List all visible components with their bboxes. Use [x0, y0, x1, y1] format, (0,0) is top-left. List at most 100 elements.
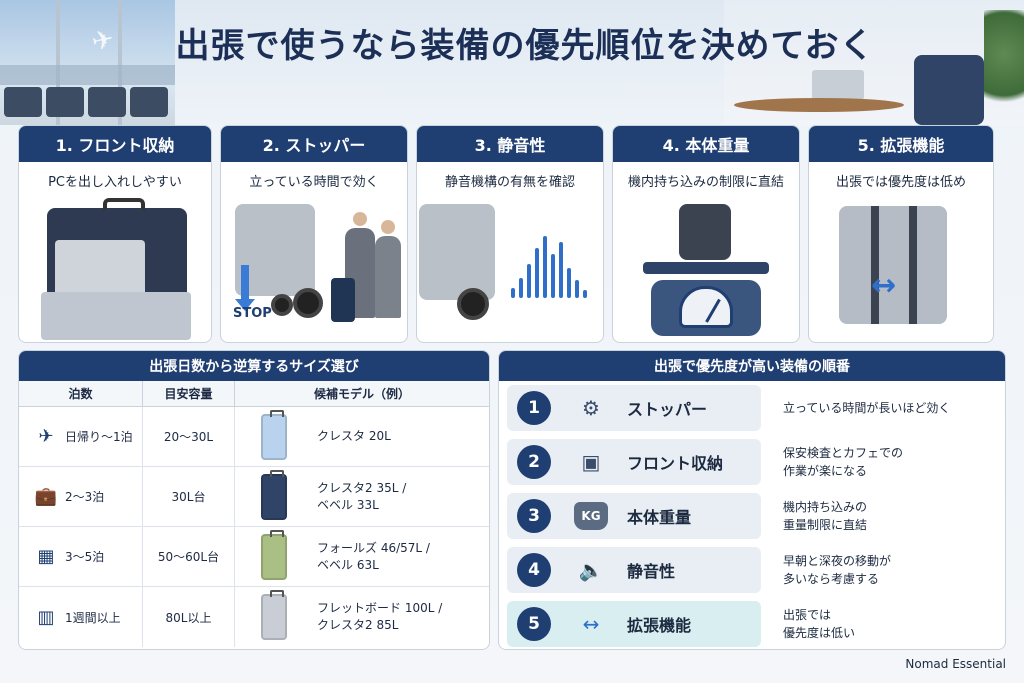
sound-wave-icon: [567, 268, 571, 298]
hero-banner: ✈ 出張で使うなら装備の優先順位を決めておく: [0, 0, 1024, 125]
wheel-stopper-icon: ⚙: [582, 396, 600, 420]
briefcase-icon: 💼: [34, 486, 58, 507]
wheel-icon: [293, 288, 323, 318]
feature-card-stopper: 2. ストッパー 立っている時間で効く STOP: [220, 125, 408, 343]
capacity-cell: 50〜60L台: [143, 527, 235, 586]
rank-desc: 機内持ち込みの重量制限に直結: [783, 500, 868, 532]
ranking-item-3: 3 KG 本体重量 機内持ち込みの重量制限に直結: [507, 493, 997, 539]
weight-icon: KG: [574, 502, 608, 530]
ranking-item-4: 4 🔈 静音性 早朝と深夜の移動が多いなら考慮する: [507, 547, 997, 593]
stopper-illustration: STOP: [221, 198, 407, 342]
suitcase-thumbnail: [261, 469, 287, 520]
feature-card-front-pocket: 1. フロント収納 PCを出し入れしやすい: [18, 125, 212, 343]
rank-number: 1: [517, 391, 551, 425]
sound-wave-icon: [527, 264, 531, 298]
scale-plate: [643, 262, 769, 274]
rank-number: 3: [517, 499, 551, 533]
nights-cell: 2〜3泊: [65, 490, 105, 504]
rank-number: 5: [517, 607, 551, 641]
feature-card-title: 3. 静音性: [417, 126, 603, 162]
expansion-zipper: [909, 206, 917, 324]
size-table-panel: 出張日数から逆算するサイズ選び 泊数 目安容量 候補モデル（例） ✈ 日帰り〜1泊…: [18, 350, 490, 650]
front-pocket-icon: ▣: [581, 450, 601, 474]
page-title: 出張で使うなら装備の優先順位を決めておく: [175, 26, 875, 66]
ranking-item-5: 5 ↔ 拡張機能 出張では優先度は低い: [507, 601, 997, 647]
rank-name: 本体重量: [627, 508, 692, 527]
sound-wave-icon: [583, 290, 587, 298]
plant-icon: [984, 10, 1024, 120]
ranking-item-2: 2 ▣ フロント収納 保安検査とカフェでの作業が楽になる: [507, 439, 997, 485]
armchair: [914, 55, 984, 125]
feature-card-desc: 立っている時間で効く: [249, 174, 379, 190]
rank-desc: 出張では優先度は低い: [783, 608, 856, 640]
city-skyline: [0, 65, 175, 85]
rank-name: 拡張機能: [627, 616, 692, 635]
nights-cell: 日帰り〜1泊: [65, 430, 133, 444]
sound-wave-icon: [559, 242, 563, 298]
feature-card-quietness: 3. 静音性 静音機構の有無を確認: [416, 125, 604, 343]
header-nights: 泊数: [19, 381, 143, 406]
suitcase-front-pocket-illustration: [19, 198, 211, 342]
table-row: ✈ 日帰り〜1泊 20〜30L クレスタ 20L: [19, 407, 489, 467]
size-table-header: 泊数 目安容量 候補モデル（例）: [19, 381, 489, 407]
feature-card-desc: 出張では優先度は低め: [835, 174, 966, 190]
feature-card-title: 1. フロント収納: [19, 126, 211, 162]
nights-cell: 1週間以上: [65, 610, 121, 625]
suitcase-body: [839, 206, 947, 324]
scale-illustration: [613, 198, 799, 342]
window-frame: [56, 0, 60, 125]
stop-label: STOP: [233, 306, 272, 321]
ranking-item-1: 1 ⚙ ストッパー 立っている時間が長いほど効く: [507, 385, 997, 431]
rank-name: ストッパー: [627, 400, 708, 419]
model-cell: クレスタ2 35L /ベベル 33L: [317, 480, 407, 512]
model-cell: クレスタ 20L: [317, 429, 391, 443]
expand-icon: ↔: [582, 612, 600, 636]
person-icon: [375, 236, 401, 318]
model-cell: フレットボード 100L /クレスタ2 85L: [317, 601, 443, 632]
sound-wave-icon: [551, 254, 555, 298]
building-icon: ▥: [37, 606, 55, 628]
seat: [130, 87, 168, 117]
wheel-icon: [457, 288, 489, 320]
sound-wave-icon: [511, 288, 515, 298]
airplane-icon: ✈: [89, 24, 117, 58]
rank-number: 2: [517, 445, 551, 479]
expand-arrow-icon: ↔: [871, 268, 897, 303]
calendar-icon: ▦: [37, 546, 55, 567]
cafe-table: [734, 98, 904, 112]
size-table-title: 出張日数から逆算するサイズ選び: [19, 351, 489, 381]
speaker-icon: 🔈: [578, 558, 604, 582]
feature-card-title: 4. 本体重量: [613, 126, 799, 162]
window-frame: [118, 0, 122, 125]
rank-desc: 保安検査とカフェでの作業が楽になる: [783, 446, 904, 478]
lounge-seats: [0, 80, 170, 125]
quiet-wheel-illustration: [417, 198, 603, 342]
feature-card-expansion: 5. 拡張機能 出張では優先度は低め ↔: [808, 125, 994, 343]
laptop-icon: [812, 70, 864, 100]
feature-card-weight: 4. 本体重量 機内持ち込みの制限に直結: [612, 125, 800, 343]
feature-card-title: 2. ストッパー: [221, 126, 407, 162]
rank-name: 静音性: [627, 562, 676, 581]
rank-number: 4: [517, 553, 551, 587]
model-cell: フォールズ 46/57L /ベベル 63L: [317, 540, 430, 572]
brand-label: Nomad Essential: [905, 657, 1006, 671]
suitcase-thumbnail: [261, 590, 287, 640]
expansion-zipper: [871, 206, 879, 324]
suitcase-body: [679, 204, 731, 260]
ranking-title: 出張で優先度が高い装備の順番: [499, 351, 1005, 381]
table-row: ▦3〜5泊 50〜60L台 フォールズ 46/57L /ベベル 63L: [19, 527, 489, 587]
suitcase-thumbnail: [261, 529, 287, 580]
expandable-suitcase-illustration: ↔: [809, 198, 993, 342]
wheel-icon: [271, 294, 293, 316]
capacity-cell: 80L以上: [143, 587, 235, 647]
airplane-icon: ✈: [38, 426, 54, 447]
rank-name: フロント収納: [627, 454, 724, 473]
suitcase-body: [419, 204, 495, 300]
down-arrow-icon: [235, 265, 255, 311]
feature-card-desc: PCを出し入れしやすい: [48, 174, 182, 190]
feature-card-title: 5. 拡張機能: [809, 126, 993, 162]
person-head: [381, 220, 395, 234]
capacity-cell: 20〜30L: [143, 407, 235, 466]
capacity-cell: 30L台: [143, 467, 235, 526]
header-capacity: 目安容量: [143, 381, 235, 406]
